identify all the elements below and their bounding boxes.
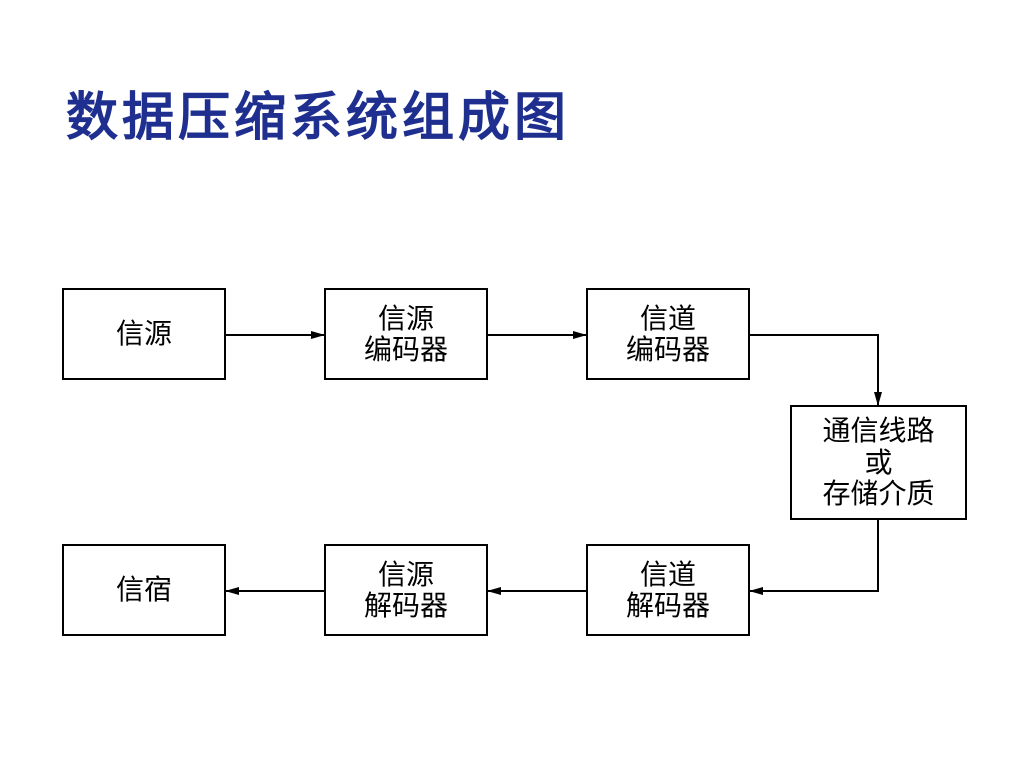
block-source: 信源 <box>62 288 226 380</box>
page-title: 数据压缩系统组成图 <box>66 87 571 148</box>
block-source-label: 信源 <box>115 317 172 351</box>
block-source-encoder-line1: 信源 <box>377 301 434 335</box>
block-channel-encoder: 信道 编码器 <box>586 288 750 380</box>
arrow-channel-encoder-to-channel <box>750 334 882 406</box>
block-source-decoder-line2: 解码器 <box>363 589 448 622</box>
block-channel-line1: 通信线路 <box>822 414 935 448</box>
block-channel-decoder: 信道 解码器 <box>586 544 750 636</box>
block-source-encoder-line2: 编码器 <box>363 333 448 366</box>
block-channel-decoder-line2: 解码器 <box>625 589 710 622</box>
block-sink: 信宿 <box>62 544 226 636</box>
arrow-channel-to-channel-decoder <box>749 520 879 595</box>
block-source-decoder: 信源 解码器 <box>324 544 488 636</box>
block-channel-line2: 或 <box>864 445 893 479</box>
block-channel-encoder-line2: 编码器 <box>625 333 710 366</box>
block-channel-line3: 存储介质 <box>822 477 935 511</box>
block-source-encoder: 信源 编码器 <box>324 288 488 380</box>
block-source-decoder-line1: 信源 <box>377 557 434 591</box>
block-sink-label: 信宿 <box>115 573 172 607</box>
block-channel-encoder-line1: 信道 <box>639 301 696 335</box>
block-channel: 通信线路 或 存储介质 <box>790 405 967 520</box>
block-channel-decoder-line1: 信道 <box>639 557 696 591</box>
